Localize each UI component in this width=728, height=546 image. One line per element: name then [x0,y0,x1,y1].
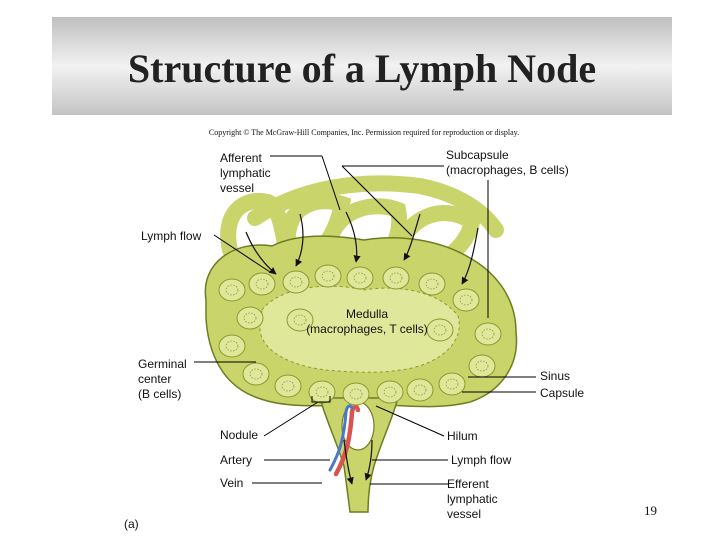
flow-arrow-5 [461,227,479,285]
flow-arrow-4 [403,213,421,261]
slide-number: 19 [644,503,657,518]
follicle [438,372,466,396]
label-sinus: Sinus [540,369,571,383]
nodule-bracket [311,396,331,403]
follicle [218,334,246,358]
label-lymph-flow-in: Lymph flow [141,229,202,243]
germinal-center-core [349,388,363,400]
follicle-group [218,264,502,406]
follicle [474,322,502,346]
panel-letter: (a) [124,517,139,531]
flow-arrow-out-1 [343,439,354,485]
label-line: Medulla [345,307,389,321]
label-line: lymphatic [220,166,271,180]
label-artery: Artery [220,453,253,467]
label-line: (macrophages, T cells) [306,322,428,336]
germinal-center-core [383,386,397,398]
follicle [314,264,342,288]
label-line: Subcapsule [446,148,509,162]
label-line: Efferent [447,477,489,491]
artery-vessel [333,404,361,477]
label-lymph-flow-out: Lymph flow [451,453,512,467]
leader-afferent-2 [321,155,341,211]
label-afferent-lymphatic-vessel: Afferent lymphatic vessel [220,151,271,196]
germinal-center-core [249,368,263,380]
germinal-center-core [389,272,403,284]
germinal-center-core [225,284,239,296]
slide-title: Structure of a Lymph Node [127,46,597,91]
afferent-vessel-top [247,175,504,238]
flow-arrow-2 [295,213,304,267]
leader-lymph-flow-in [213,234,271,273]
label-line: (B cells) [138,387,182,401]
title-bar: Structure of a Lymph Node [52,17,672,115]
leader-nodule [263,401,319,437]
germinal-center-core [315,386,329,398]
follicle [468,354,496,378]
follicle [382,266,410,290]
leader-subcapsule-1b [341,165,413,237]
follicle [406,378,434,402]
label-nodule: Nodule [220,428,259,442]
germinal-center-core [475,360,489,372]
label-subcapsule: Subcapsule (macrophages, B cells) [446,148,569,178]
germinal-center-core [255,278,269,290]
follicle [282,270,310,294]
label-line: lymphatic [447,492,498,506]
germinal-center-core [289,276,303,288]
label-line: Germinal [138,357,187,371]
follicle [248,272,276,296]
germinal-center-core [445,378,459,390]
germinal-center-core [481,328,495,340]
follicle [218,278,246,302]
germinal-center-core [243,312,257,324]
efferent-stalk [319,397,399,513]
leader-lines [194,155,536,485]
flow-arrows [245,211,479,485]
label-line: vessel [220,181,255,195]
label-line: center [138,372,172,386]
follicle [286,308,314,332]
label-line: vessel [447,507,482,521]
label-germinal-center: Germinal center (B cells) [138,357,187,402]
follicle [308,380,336,404]
label-line: Afferent [220,151,262,165]
follicle [426,318,454,342]
copyright-notice: Copyright © The McGraw-Hill Companies, I… [208,128,520,137]
germinal-center-core [353,272,367,284]
follicle [242,362,270,386]
germinal-center-core [321,270,335,282]
germinal-center-core [225,340,239,352]
follicle [274,374,302,398]
follicle [346,266,374,290]
label-vein: Vein [220,476,244,490]
label-hilum: Hilum [447,429,478,443]
follicle [418,272,446,296]
germinal-center-core [293,314,307,326]
medulla-region [259,285,460,373]
germinal-center-core [433,324,447,336]
germinal-center-core [425,278,439,290]
label-medulla: Medulla (macrophages, T cells) [303,307,431,337]
label-capsule: Capsule [540,386,585,400]
flow-arrow-out-2 [364,439,373,481]
vein-vessel [328,404,354,472]
germinal-center-core [281,380,295,392]
follicle [236,306,264,330]
follicle [376,380,404,404]
label-efferent-lymphatic-vessel: Efferent lymphatic vessel [447,477,498,522]
flow-arrow-1 [245,231,277,275]
leader-hilum [375,405,445,437]
follicle [452,288,480,312]
follicle [342,382,370,406]
germinal-center-core [413,384,427,396]
label-line: (macrophages, B cells) [446,163,569,177]
flow-arrow-3 [345,211,361,263]
germinal-center-core [459,294,473,306]
